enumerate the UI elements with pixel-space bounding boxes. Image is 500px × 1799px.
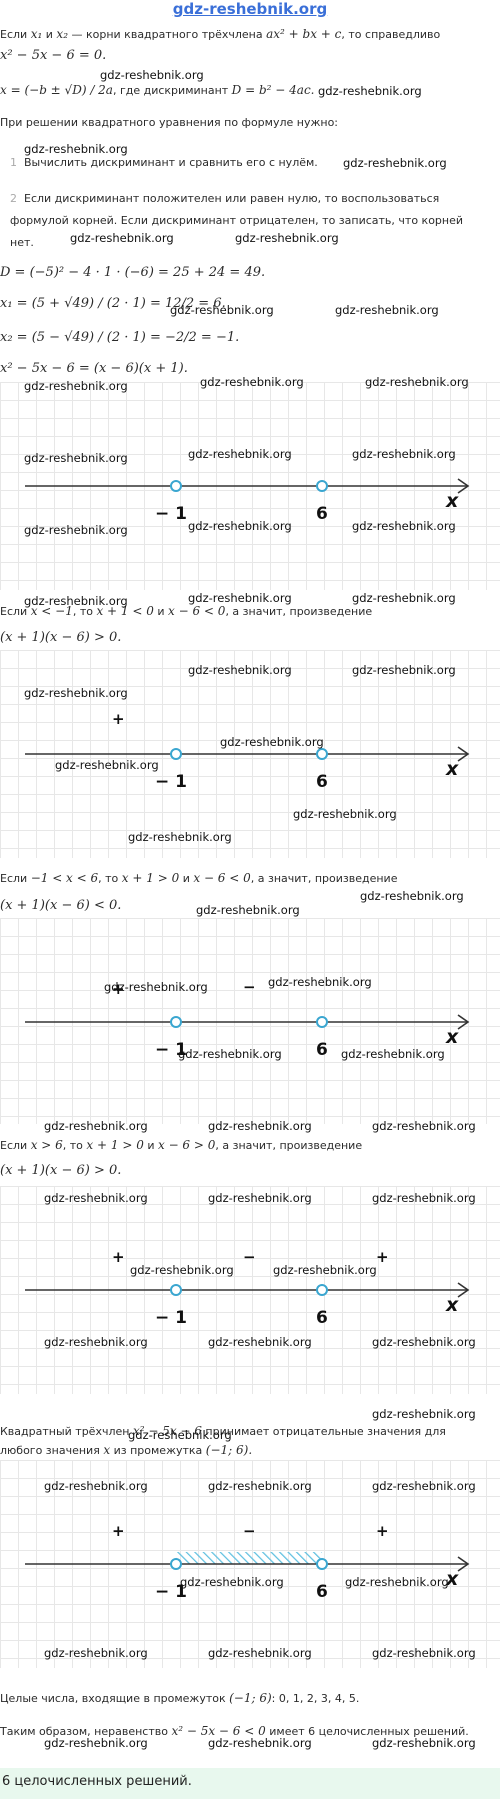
- formula-line: x = (−b ± √D) / 2a, где дискриминант D =…: [0, 83, 315, 97]
- watermark: gdz-reshebnik.org: [372, 1119, 476, 1133]
- solution-interval-hatch: [176, 1552, 322, 1564]
- watermark: gdz-reshebnik.org: [188, 591, 292, 605]
- watermark: gdz-reshebnik.org: [365, 375, 469, 389]
- negative-values-text: Квадратный трёхчлен x² − 5x − 6 принимае…: [0, 1424, 446, 1457]
- discriminant-line: D = (−5)² − 4 · 1 · (−6) = 25 + 24 = 49.: [0, 265, 266, 280]
- rule-lead: При решении квадратного уравнения по фор…: [0, 116, 339, 129]
- watermark: gdz-reshebnik.org: [352, 519, 456, 533]
- watermark: gdz-reshebnik.org: [196, 903, 300, 917]
- case-2-text: Если −1 < x < 6, то x + 1 > 0 и x − 6 < …: [0, 871, 398, 885]
- watermark: gdz-reshebnik.org: [208, 1479, 312, 1493]
- factorization-line: x² − 5x − 6 = (x − 6)(x + 1).: [0, 361, 188, 376]
- watermark: gdz-reshebnik.org: [24, 379, 128, 393]
- watermark: gdz-reshebnik.org: [372, 1335, 476, 1349]
- watermark: gdz-reshebnik.org: [293, 807, 397, 821]
- watermark: gdz-reshebnik.org: [345, 1575, 449, 1589]
- case-3-product: (x + 1)(x − 6) > 0.: [0, 1163, 122, 1178]
- watermark: gdz-reshebnik.org: [24, 523, 128, 537]
- watermark: gdz-reshebnik.org: [100, 68, 204, 82]
- watermark: gdz-reshebnik.org: [128, 830, 232, 844]
- site-title[interactable]: gdz-reshebnik.org: [172, 0, 328, 18]
- watermark: gdz-reshebnik.org: [372, 1407, 476, 1421]
- root-x1-line: x₁ = (5 + √49) / (2 · 1) = 12/2 = 6.: [0, 296, 226, 311]
- watermark: gdz-reshebnik.org: [44, 1736, 148, 1750]
- watermark: gdz-reshebnik.org: [341, 1047, 445, 1061]
- label-six: 6: [316, 504, 328, 524]
- watermark: gdz-reshebnik.org: [352, 591, 456, 605]
- watermark: gdz-reshebnik.org: [130, 1263, 234, 1277]
- watermark: gdz-reshebnik.org: [352, 447, 456, 461]
- watermark: gdz-reshebnik.org: [24, 142, 128, 156]
- case-1-product: (x + 1)(x − 6) > 0.: [0, 630, 122, 645]
- watermark: gdz-reshebnik.org: [372, 1191, 476, 1205]
- watermark: gdz-reshebnik.org: [372, 1479, 476, 1493]
- equation-line: x² − 5x − 6 = 0.: [0, 48, 107, 63]
- watermark: gdz-reshebnik.org: [170, 303, 274, 317]
- watermark: gdz-reshebnik.org: [44, 1479, 148, 1493]
- answer-text: 6 целочисленных решений.: [2, 1774, 192, 1789]
- number-line-roots: − 1 6 x: [0, 382, 500, 590]
- watermark: gdz-reshebnik.org: [372, 1646, 476, 1660]
- sign-plus: +: [112, 710, 125, 728]
- watermark: gdz-reshebnik.org: [44, 1646, 148, 1660]
- intro-paragraph: Если x₁ и x₂ — корни квадратного трёхчле…: [0, 27, 441, 41]
- watermark: gdz-reshebnik.org: [200, 375, 304, 389]
- number-line-solution: + − + − 1 6 x: [0, 1460, 500, 1668]
- watermark: gdz-reshebnik.org: [235, 231, 339, 245]
- watermark: gdz-reshebnik.org: [24, 594, 128, 608]
- watermark: gdz-reshebnik.org: [188, 447, 292, 461]
- watermark: gdz-reshebnik.org: [44, 1335, 148, 1349]
- case-2-product: (x + 1)(x − 6) < 0.: [0, 898, 122, 913]
- root-x2-line: x₂ = (5 − √49) / (2 · 1) = −2/2 = −1.: [0, 330, 240, 345]
- watermark: gdz-reshebnik.org: [360, 889, 464, 903]
- number-line-case-2: + − − 1 6 x: [0, 918, 500, 1124]
- number-line-case-1: + − 1 6 x: [0, 650, 500, 858]
- watermark: gdz-reshebnik.org: [372, 1736, 476, 1750]
- number-line-case-3: + − + − 1 6 x: [0, 1186, 500, 1394]
- case-3-text: Если x > 6, то x + 1 > 0 и x − 6 > 0, а …: [0, 1138, 363, 1152]
- sign-minus: −: [243, 978, 256, 996]
- watermark: gdz-reshebnik.org: [343, 156, 447, 170]
- integers-text: Целые числа, входящие в промежуток (−1; …: [0, 1691, 360, 1705]
- watermark: gdz-reshebnik.org: [188, 663, 292, 677]
- watermark: gdz-reshebnik.org: [188, 519, 292, 533]
- watermark: gdz-reshebnik.org: [208, 1191, 312, 1205]
- watermark: gdz-reshebnik.org: [220, 735, 324, 749]
- watermark: gdz-reshebnik.org: [128, 1428, 232, 1442]
- case-1-text: Если x < −1, то x + 1 < 0 и x − 6 < 0, а…: [0, 604, 373, 618]
- axis-arrow: [457, 478, 470, 494]
- watermark: gdz-reshebnik.org: [44, 1191, 148, 1205]
- axis-var: x: [446, 490, 459, 512]
- watermark: gdz-reshebnik.org: [44, 1119, 148, 1133]
- watermark: gdz-reshebnik.org: [273, 1263, 377, 1277]
- watermark: gdz-reshebnik.org: [180, 1575, 284, 1589]
- watermark: gdz-reshebnik.org: [352, 663, 456, 677]
- watermark: gdz-reshebnik.org: [208, 1736, 312, 1750]
- watermark: gdz-reshebnik.org: [104, 980, 208, 994]
- watermark: gdz-reshebnik.org: [208, 1335, 312, 1349]
- watermark: gdz-reshebnik.org: [24, 451, 128, 465]
- watermark: gdz-reshebnik.org: [208, 1646, 312, 1660]
- label-minus-one: − 1: [155, 504, 187, 524]
- watermark: gdz-reshebnik.org: [55, 758, 159, 772]
- final-text: Таким образом, неравенство x² − 5x − 6 <…: [0, 1724, 469, 1738]
- site-header[interactable]: gdz-reshebnik.org: [0, 0, 500, 22]
- watermark: gdz-reshebnik.org: [208, 1119, 312, 1133]
- watermark: gdz-reshebnik.org: [70, 231, 174, 245]
- watermark: gdz-reshebnik.org: [335, 303, 439, 317]
- answer-box: 6 целочисленных решений.: [0, 1768, 500, 1799]
- watermark: gdz-reshebnik.org: [268, 975, 372, 989]
- watermark: gdz-reshebnik.org: [318, 84, 422, 98]
- point-six: [316, 480, 328, 492]
- watermark: gdz-reshebnik.org: [24, 686, 128, 700]
- watermark: gdz-reshebnik.org: [178, 1047, 282, 1061]
- point-minus-one: [170, 480, 182, 492]
